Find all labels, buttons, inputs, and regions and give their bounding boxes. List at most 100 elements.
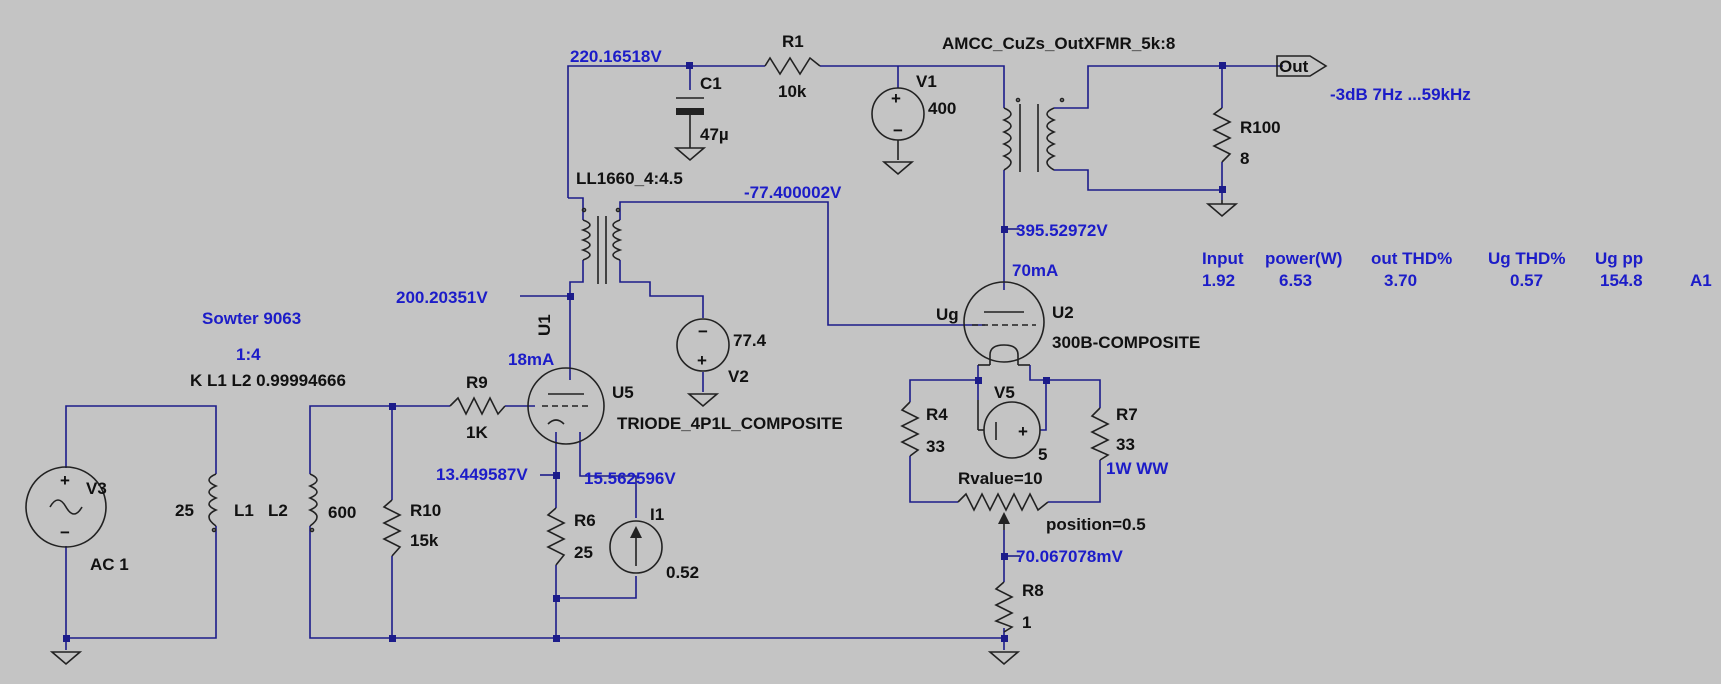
svg-text:+: + (891, 89, 901, 108)
resistor-r7 (1090, 407, 1110, 461)
table-row-label: A1 (1690, 271, 1712, 290)
ground-icon (49, 651, 83, 666)
svg-text:−: − (893, 121, 903, 140)
labels: R1 10k C1 47µ V1 400 AMCC_CuZs_OutXFMR_5… (86, 32, 1309, 632)
frequency-response: -3dB 7Hz ...59kHz (1330, 85, 1471, 104)
label-out-port: Out (1279, 57, 1309, 76)
capacitor-c1 (676, 97, 704, 138)
wire-ground-rail (309, 526, 1004, 639)
wire-out-top (1054, 65, 1283, 109)
label-v3-value: AC 1 (90, 555, 129, 574)
label-r10-value: 15k (410, 531, 439, 550)
label-r6-value: 25 (574, 543, 593, 562)
junction (1001, 553, 1008, 560)
ground-icon (881, 161, 915, 176)
ground-icon (673, 138, 707, 162)
label-r7-note: 1W WW (1106, 459, 1169, 478)
label-pot-position: position=0.5 (1046, 515, 1146, 534)
label-r4-value: 33 (926, 437, 945, 456)
label-c1-ref: C1 (700, 74, 722, 93)
junction (553, 635, 560, 642)
resistor-r8 (994, 581, 1014, 633)
output-transformer (1001, 97, 1065, 172)
junction (567, 293, 574, 300)
current-u5: 18mA (508, 350, 554, 369)
junction (1001, 226, 1008, 233)
wire-v2-top (619, 260, 704, 318)
label-r4-ref: R4 (926, 405, 948, 424)
label-r100-ref: R100 (1240, 118, 1281, 137)
junction (389, 635, 396, 642)
ground-icon (1205, 200, 1239, 218)
label-l1-value: 25 (175, 501, 194, 520)
wire-top-right (820, 65, 1005, 108)
node-annotations: 220.16518V -77.400002V 395.52972V 70mA 2… (396, 47, 1471, 566)
junction (975, 377, 982, 384)
voltage-i1-node: 15.562596V (584, 469, 676, 488)
label-r9-value: 1K (466, 423, 488, 442)
junction (686, 62, 693, 69)
table-header: Ug pp (1595, 249, 1643, 268)
dot (211, 527, 217, 533)
wire-v3-bottom (65, 526, 217, 639)
junction (553, 595, 560, 602)
label-l2-ref: L2 (268, 501, 288, 520)
wire-grid-bias (619, 201, 985, 326)
label-v5-ref: V5 (994, 383, 1015, 402)
voltage-u5-cathode: 13.449587V (436, 465, 528, 484)
label-r9-ref: R9 (466, 373, 488, 392)
voltage-source-v5: + (977, 400, 1041, 459)
resistor-r1 (764, 56, 821, 76)
wire-r4-top (909, 365, 979, 402)
label-i1-value: 0.52 (666, 563, 699, 582)
wire-i1-bottom (556, 576, 637, 599)
label-r1-ref: R1 (782, 32, 804, 51)
label-u2-grid: Ug (936, 305, 959, 324)
current-source-i1 (609, 520, 663, 574)
svg-text:+: + (1018, 422, 1028, 441)
ground-icon (987, 651, 1021, 666)
svg-text:−: − (60, 523, 70, 542)
wire-out-bottom (1054, 169, 1222, 191)
potentiometer (957, 492, 1049, 530)
junction (1043, 377, 1050, 384)
label-v2-ref: V2 (728, 367, 749, 386)
wire-r7-bottom (1048, 460, 1101, 503)
junction (63, 635, 70, 642)
ground-icon (686, 393, 720, 408)
label-ll1660: LL1660_4:4.5 (576, 169, 683, 188)
label-v5-value: 5 (1038, 445, 1047, 464)
label-u2-model: 300B-COMPOSITE (1052, 333, 1200, 352)
label-r6-ref: R6 (574, 511, 596, 530)
voltage-grid-bias: -77.400002V (744, 183, 842, 202)
junction (389, 403, 396, 410)
svg-text:+: + (60, 471, 70, 490)
svg-text:−: − (698, 322, 708, 341)
label-v1-value: 400 (928, 99, 956, 118)
resistor-r4 (900, 401, 920, 457)
junction (553, 472, 560, 479)
table-cell: 3.70 (1384, 271, 1417, 290)
inductor-l2 (307, 473, 318, 527)
junction (1001, 635, 1008, 642)
table-cell: 0.57 (1510, 271, 1543, 290)
wire-r7-top (1029, 365, 1101, 408)
wire-top-left (567, 65, 765, 198)
current-u2: 70mA (1012, 261, 1058, 280)
wire-v5-right (1040, 380, 1047, 431)
label-u2-ref: U2 (1052, 303, 1074, 322)
label-r10-ref: R10 (410, 501, 441, 520)
label-v1-ref: V1 (916, 72, 937, 91)
label-v2-value: 77.4 (733, 331, 767, 350)
junctions (63, 62, 1226, 642)
table-cell: 1.92 (1202, 271, 1235, 290)
label-l1-ref: L1 (234, 501, 254, 520)
label-r7-value: 33 (1116, 435, 1135, 454)
label-u5-ref: U5 (612, 383, 634, 402)
label-u1-ref: U1 (535, 314, 554, 336)
label-r1-value: 10k (778, 82, 807, 101)
wire-ll-pri-top (568, 197, 584, 220)
table-header: power(W) (1265, 249, 1342, 268)
